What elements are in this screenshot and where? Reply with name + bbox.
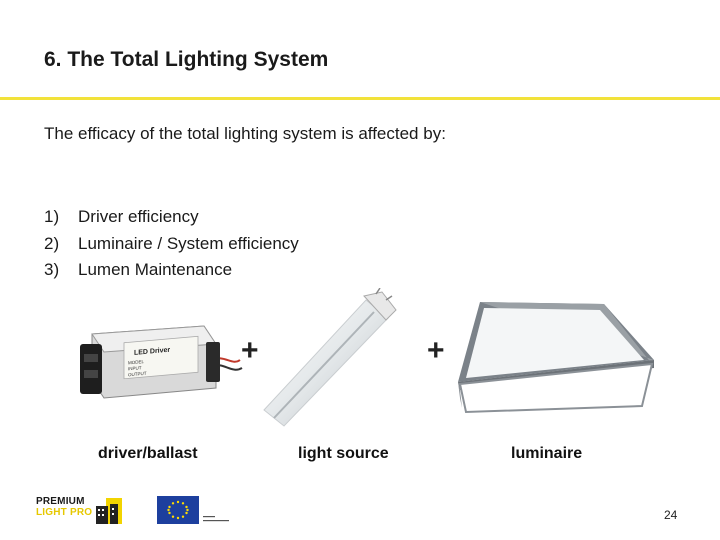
driver-label-title: LED Driver: [134, 347, 170, 357]
list-item-number: 2): [44, 233, 60, 253]
led-tube-image: [263, 288, 397, 427]
driver-label-line: MODEL: [128, 359, 144, 365]
caption-luminaire: luminaire: [511, 445, 583, 462]
driver-label-line: INPUT: [128, 365, 142, 371]
led-driver-image: LED Driver MODEL INPUT OUTPUT: [80, 325, 243, 399]
caption-driver: driver/ballast: [98, 445, 198, 462]
page-number: 24: [664, 508, 678, 522]
title-divider: [0, 97, 720, 100]
led-panel-image: [458, 302, 654, 414]
plus-sign: +: [241, 334, 259, 367]
caption-light-source: light source: [298, 445, 389, 462]
factor-list: 1) Driver efficiency 2) Luminaire / Syst…: [44, 204, 299, 284]
list-item-text: Lumen Maintenance: [78, 260, 233, 279]
premium-light-pro-logo: PREMIUM LIGHT PRO: [34, 494, 126, 526]
logo-text: LIGHT PRO: [36, 507, 93, 518]
list-item: 2) Luminaire / System efficiency: [44, 231, 299, 258]
building-icon: [96, 498, 122, 524]
list-item-number: 3): [44, 260, 60, 279]
list-item-text: Luminaire / System efficiency: [78, 233, 299, 253]
list-item-number: 1): [44, 207, 60, 226]
intro-text: The efficacy of the total lighting syste…: [44, 124, 446, 143]
driver-label-line: OUTPUT: [128, 371, 147, 378]
logo-text: PREMIUM: [36, 496, 85, 507]
eu-flag-icon: [157, 496, 199, 524]
list-item: 3) Lumen Maintenance: [44, 257, 299, 284]
plus-sign: +: [427, 334, 445, 367]
slide-title: 6. The Total Lighting System: [44, 48, 329, 71]
eu-programme-text-logo: [203, 516, 229, 522]
list-item-text: Driver efficiency: [78, 207, 199, 226]
list-item: 1) Driver efficiency: [44, 204, 299, 231]
